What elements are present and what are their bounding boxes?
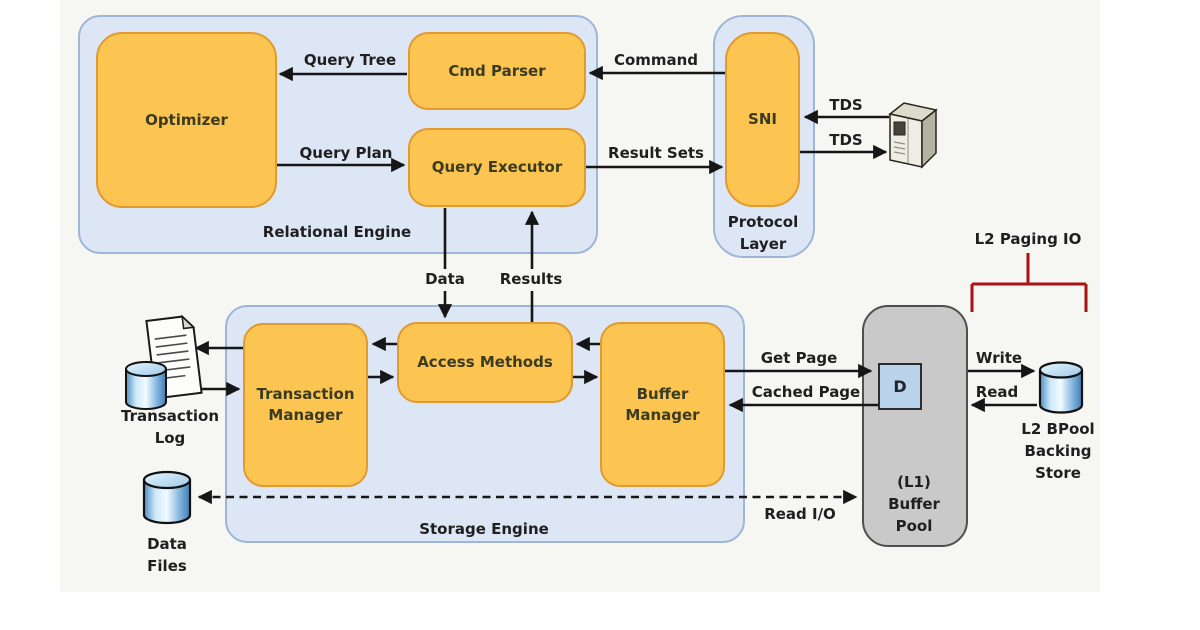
sni-label: SNI (748, 110, 777, 128)
protocol-layer-label: Protocol Layer (727, 213, 799, 253)
access-methods-box: Access Methods (397, 322, 573, 403)
flow-query-tree: Query Tree (303, 51, 397, 69)
flow-tds-upper: TDS (829, 96, 863, 114)
query-executor-box: Query Executor (408, 128, 586, 207)
transaction-manager-label: Transaction Manager (256, 385, 355, 424)
cmd-parser-label: Cmd Parser (448, 61, 546, 80)
transaction-log-label: Transaction Log (120, 407, 220, 447)
buffer-pool-container (862, 305, 968, 547)
flow-write: Write (975, 349, 1023, 367)
buffer-manager-label: Buffer Manager (625, 384, 700, 424)
cmd-parser-box: Cmd Parser (408, 32, 586, 110)
sni-box: SNI (725, 32, 800, 207)
optimizer-label: Optimizer (145, 110, 228, 129)
l2-bpool-backing-store-label: L2 BPool Backing Store (1021, 420, 1095, 482)
buffer-manager-box: Buffer Manager (600, 322, 725, 487)
flow-results: Results (495, 269, 567, 291)
flow-result-sets: Result Sets (608, 144, 704, 162)
data-files-label: Data Files (147, 535, 187, 575)
access-methods-label: Access Methods (417, 353, 553, 371)
flow-cached-page: Cached Page (751, 383, 861, 401)
dirty-page-box: D (878, 363, 922, 410)
dirty-page-label: D (893, 377, 907, 396)
flow-query-plan: Query Plan (299, 144, 393, 162)
optimizer-box: Optimizer (96, 32, 277, 208)
relational-engine-label: Relational Engine (262, 223, 412, 241)
buffer-pool-label: (L1) Buffer Pool (888, 473, 940, 535)
storage-engine-label: Storage Engine (419, 520, 549, 538)
query-executor-label: Query Executor (431, 158, 563, 176)
flow-data: Data (421, 269, 469, 291)
flow-read: Read (975, 383, 1019, 401)
transaction-manager-box: Transaction Manager (243, 323, 368, 487)
flow-tds-lower: TDS (829, 131, 863, 149)
l2-paging-io-label: L2 Paging IO (974, 230, 1082, 248)
flow-command: Command (613, 51, 699, 69)
flow-get-page: Get Page (760, 349, 838, 367)
flow-read-io: Read I/O (764, 505, 836, 523)
